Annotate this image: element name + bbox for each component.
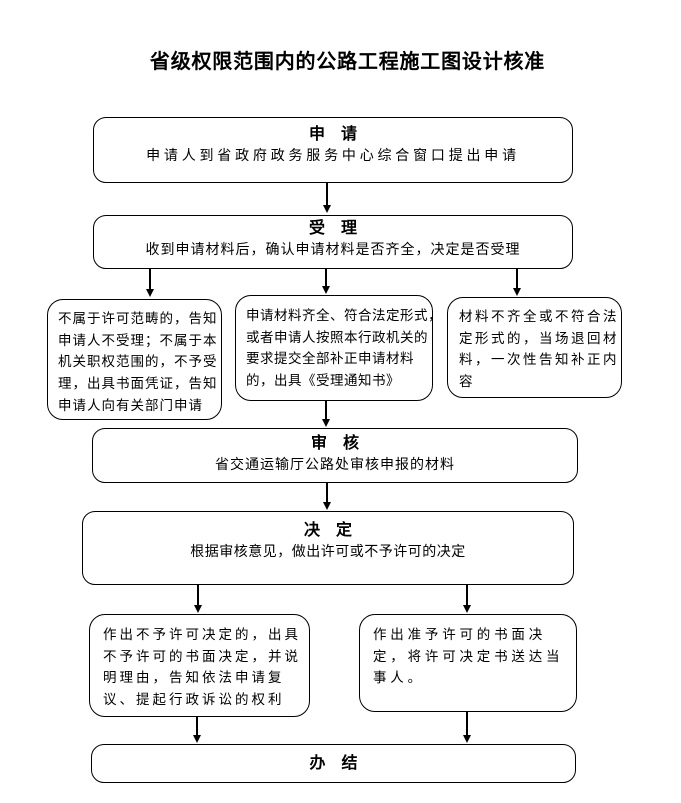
text-line: 申请人不受理；不属于本 xyxy=(58,332,218,348)
text-line: 的，出具《受理通知书》 xyxy=(246,373,400,389)
text-line: 理，出具书面凭证，告知 xyxy=(58,376,218,392)
arrow-accept-to-refuse xyxy=(145,269,155,297)
flow-box-grant: 作出准予许可的书面决 定，将许可决定书送达当 事人。 xyxy=(359,614,577,712)
page-title: 省级权限范围内的公路工程施工图设计核准 xyxy=(149,51,546,73)
arrow-notify-to-review xyxy=(321,401,331,427)
text-line: 申请人向有关部门申请 xyxy=(58,397,203,413)
text-line: 不属于许可范畴的，告知 xyxy=(58,311,218,326)
flow-box-notify: 申请材料齐全、符合法定形式， 或者申请人按照本行政机关的 要求提交全部补正申请材… xyxy=(235,295,442,401)
flow-box-refuse: 不属于许可范畴的，告知 申请人不受理；不属于本 机关职权范围的，不予受 理，出具… xyxy=(47,299,222,420)
text-line: 料，一次性告知补正内 xyxy=(459,352,619,368)
arrow-review-to-decide xyxy=(322,483,332,510)
text-line: 申请材料齐全、符合法定形式， xyxy=(246,308,442,323)
arrow-accept-to-notify xyxy=(321,269,331,294)
text-line: 定，将许可决定书送达当 xyxy=(373,648,564,664)
text-line: 或者申请人按照本行政机关的 xyxy=(246,329,428,345)
flow-box-accept-heading: 受 理 xyxy=(308,220,357,237)
arrow-deny-to-complete xyxy=(192,717,202,743)
flow-box-apply: 申 请 申请人到省政府政务服务中心综合窗口提出申请 xyxy=(93,117,573,183)
flow-box-return: 材料不齐全或不符合法 定形式的，当场退回材 料，一次性告知补正内 容 xyxy=(447,297,622,398)
text-line: 作出不予许可决定的，出具 xyxy=(103,627,301,642)
flow-box-accept-body: 收到申请材料后，确认申请材料是否齐全，决定是否受理 xyxy=(145,243,521,258)
text-line: 事人。 xyxy=(373,670,425,686)
flow-box-decide-heading: 决 定 xyxy=(303,522,352,539)
text-line: 不予许可的书面决定，并说 xyxy=(103,648,301,664)
arrow-apply-to-accept xyxy=(322,183,332,213)
arrow-grant-to-complete xyxy=(462,712,472,743)
flow-box-apply-body: 申请人到省政府政务服务中心综合窗口提出申请 xyxy=(146,149,520,164)
flow-box-review: 审 核 省交通运输厅公路处审核申报的材料 xyxy=(92,428,578,483)
text-line: 明理由，告知依法申请复 xyxy=(103,670,285,686)
arrow-decide-to-grant xyxy=(462,585,472,613)
text-line: 要求提交全部补正申请材料 xyxy=(246,351,414,367)
arrow-accept-to-return xyxy=(512,269,522,296)
text-line: 材料不齐全或不符合法 xyxy=(459,309,619,324)
text-line: 容 xyxy=(459,374,475,390)
text-line: 定形式的，当场退回材 xyxy=(459,330,619,346)
flow-box-accept: 受 理 收到申请材料后，确认申请材料是否齐全，决定是否受理 xyxy=(93,215,573,269)
flow-box-apply-heading: 申 请 xyxy=(308,126,357,143)
flow-box-decide: 决 定 根据审核意见，做出许可或不予许可的决定 xyxy=(82,511,574,585)
flow-box-deny: 作出不予许可决定的，出具 不予许可的书面决定，并说 明理由，告知依法申请复 议、… xyxy=(89,614,310,717)
flow-box-complete: 办 结 xyxy=(91,744,576,783)
flow-box-review-body: 省交通运输厅公路处审核申报的材料 xyxy=(215,458,455,473)
text-line: 作出准予许可的书面决 xyxy=(373,627,546,642)
flow-box-decide-body: 根据审核意见，做出许可或不予许可的决定 xyxy=(190,545,466,560)
arrow-decide-to-deny xyxy=(193,585,203,613)
flow-box-review-heading: 审 核 xyxy=(310,435,359,452)
flow-box-complete-heading: 办 结 xyxy=(309,755,358,772)
text-line: 机关职权范围的，不予受 xyxy=(58,354,218,370)
text-line: 议、提起行政诉讼的权利 xyxy=(103,692,285,708)
